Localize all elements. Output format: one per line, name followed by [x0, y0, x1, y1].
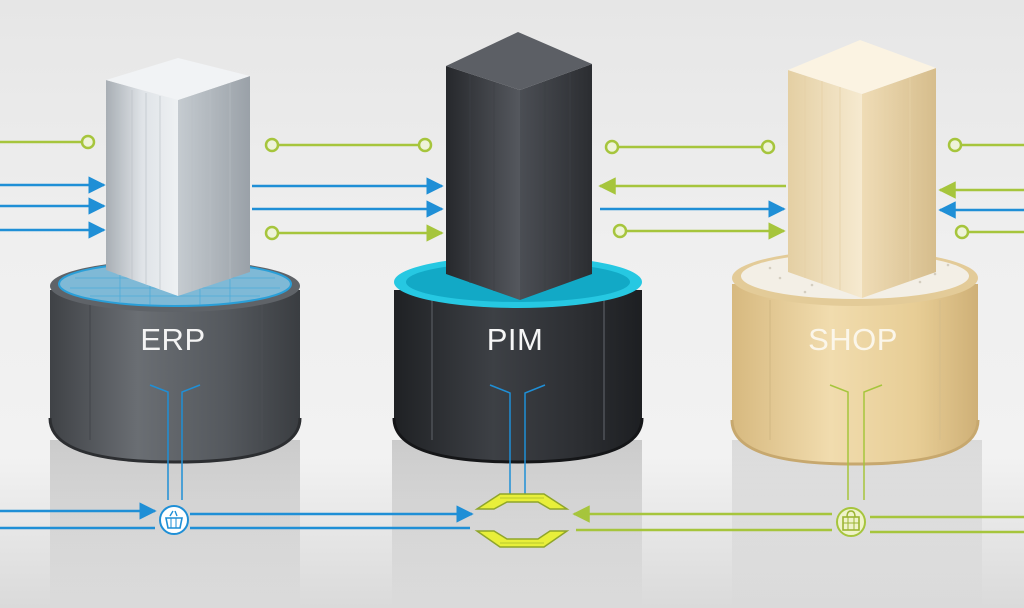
pim-node	[392, 32, 644, 500]
pim-label: PIM	[486, 322, 544, 357]
shop-label: SHOP	[808, 322, 898, 357]
lower-flow-lines	[0, 502, 1024, 534]
pim-tower-front	[446, 66, 520, 300]
erp-base	[50, 290, 300, 462]
connector-node	[80, 134, 96, 150]
erp-tower-top	[106, 58, 250, 100]
connector-node	[612, 223, 628, 239]
pim-tower-top	[446, 32, 592, 90]
connector-node	[264, 137, 280, 153]
connector-node	[264, 225, 280, 241]
exchange-icon	[474, 493, 570, 548]
shopping-bag-icon	[836, 507, 866, 537]
basket-icon	[159, 505, 189, 535]
shop-tower-front	[788, 70, 862, 298]
erp-node	[48, 58, 302, 500]
pim-reflection	[392, 440, 642, 608]
connector-node	[604, 139, 620, 155]
pim-base	[394, 290, 642, 462]
shop-tower-top	[788, 40, 936, 94]
shop-node	[730, 40, 980, 500]
connector-node	[947, 137, 963, 153]
connector-node	[417, 137, 433, 153]
connector-node	[760, 139, 776, 155]
erp-tower-side	[178, 76, 250, 296]
erp-tower-front	[106, 80, 178, 296]
shop-base	[732, 284, 978, 464]
erp-label: ERP	[140, 322, 206, 357]
connector-node	[954, 224, 970, 240]
upper-flow-lines	[0, 134, 1024, 242]
shop-tower-side	[862, 68, 936, 298]
pim-tower-side	[520, 64, 592, 300]
floor-reflections	[50, 440, 982, 608]
